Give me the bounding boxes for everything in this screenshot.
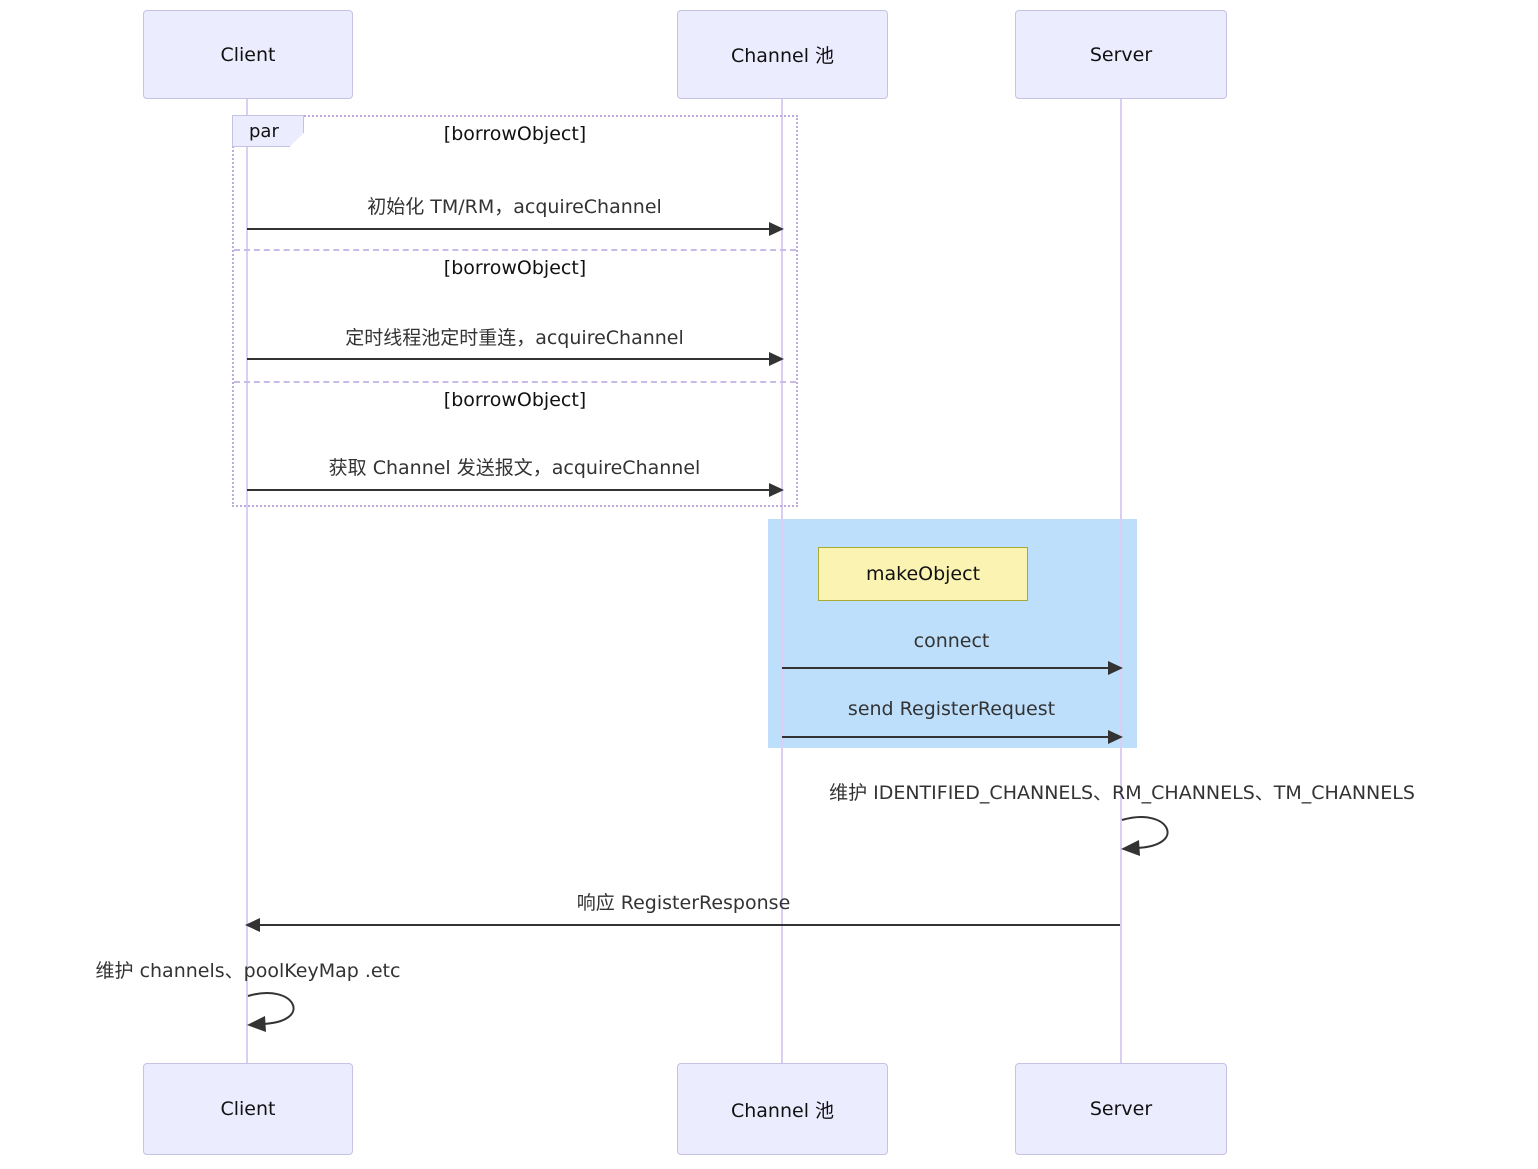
message-text-acquire-3: 获取 Channel 发送报文，acquireChannel bbox=[328, 457, 701, 479]
message-text-register-response: 响应 RegisterResponse bbox=[576, 892, 791, 914]
actor-label: Server bbox=[1089, 1098, 1153, 1120]
self-loop-arrow-client bbox=[247, 992, 295, 1032]
par-block: par [borrowObject] [borrowObject] [borro… bbox=[232, 115, 798, 507]
par-tag: par bbox=[232, 115, 304, 147]
message-arrow-acquire-2 bbox=[247, 352, 784, 366]
par-section-condition: [borrowObject] bbox=[443, 257, 587, 279]
actor-top-channel-pool: Channel 池 bbox=[677, 10, 888, 99]
message-text-maintain-client: 维护 channels、poolKeyMap .etc bbox=[95, 960, 401, 982]
message-arrow-send-register-request bbox=[782, 730, 1123, 744]
arrowhead-right-icon bbox=[769, 352, 784, 366]
actor-label: Channel 池 bbox=[730, 1099, 835, 1122]
arrowhead-left-icon bbox=[245, 918, 260, 932]
lifeline-client bbox=[246, 99, 248, 1063]
message-text-send-register-request: send RegisterRequest bbox=[847, 698, 1056, 720]
message-arrow-connect bbox=[782, 661, 1123, 675]
lifeline-channel-pool bbox=[781, 99, 783, 1063]
arrowhead-right-icon bbox=[1108, 730, 1123, 744]
note-make-object: makeObject bbox=[818, 547, 1028, 601]
par-tag-label: par bbox=[249, 120, 279, 142]
actor-label: Channel 池 bbox=[730, 45, 835, 67]
par-divider bbox=[234, 249, 796, 251]
actor-bottom-channel-pool: Channel 池 bbox=[677, 1063, 888, 1155]
actor-top-server: Server bbox=[1015, 10, 1227, 99]
message-arrow-register-response bbox=[245, 918, 1120, 932]
message-text-maintain-server: 维护 IDENTIFIED_CHANNELS、RM_CHANNELS、TM_CH… bbox=[829, 782, 1415, 804]
message-arrow-acquire-1 bbox=[247, 222, 784, 236]
actor-bottom-client: Client bbox=[143, 1063, 353, 1155]
arrowhead-right-icon bbox=[769, 483, 784, 497]
par-section-condition: [borrowObject] bbox=[443, 389, 587, 411]
message-text-connect: connect bbox=[913, 630, 990, 652]
par-section-condition: [borrowObject] bbox=[443, 123, 587, 145]
actor-label: Client bbox=[220, 43, 276, 66]
actor-top-client: Client bbox=[143, 10, 353, 99]
par-divider bbox=[234, 381, 796, 383]
self-loop-arrow-server bbox=[1121, 816, 1169, 856]
actor-bottom-server: Server bbox=[1015, 1063, 1227, 1155]
actor-label: Server bbox=[1089, 43, 1153, 66]
message-text-acquire-1: 初始化 TM/RM，acquireChannel bbox=[367, 196, 662, 218]
message-arrow-acquire-3 bbox=[247, 483, 784, 497]
message-text-acquire-2: 定时线程池定时重连，acquireChannel bbox=[345, 327, 684, 349]
actor-label: Client bbox=[220, 1098, 276, 1120]
note-label: makeObject bbox=[865, 563, 981, 585]
arrowhead-right-icon bbox=[769, 222, 784, 236]
lifeline-server bbox=[1120, 99, 1122, 1063]
arrowhead-right-icon bbox=[1108, 661, 1123, 675]
